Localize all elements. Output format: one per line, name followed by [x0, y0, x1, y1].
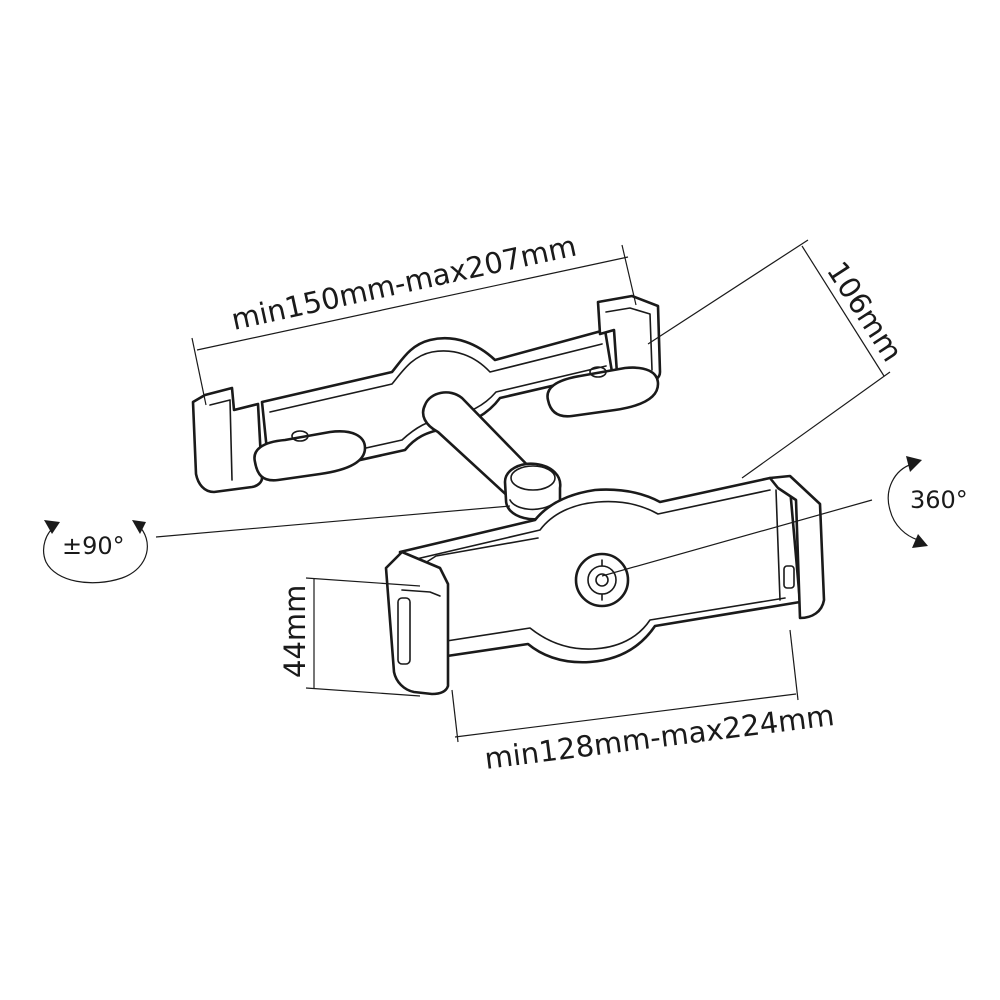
top-width-label: min150mm-max207mm	[228, 229, 579, 337]
spin-arrowhead-bottom	[912, 534, 928, 548]
center-rotation-knob	[574, 552, 630, 608]
spin-label: 360°	[910, 486, 968, 514]
connecting-arm	[421, 391, 562, 521]
upper-left-hook	[191, 386, 264, 494]
height-label: 44mm	[278, 585, 312, 678]
left-grip	[384, 550, 450, 696]
tilt-arrowhead-right	[132, 520, 146, 534]
tablet-holder-assembly	[384, 474, 826, 696]
left-thumb-screw	[253, 430, 367, 482]
rotation-spin-arrow	[887, 456, 928, 548]
rotation-tilt-arrow	[43, 520, 148, 584]
tilt-label: ±90°	[62, 532, 125, 560]
tilt-arrowhead-left	[44, 520, 60, 534]
spin-arrowhead-top	[906, 456, 922, 472]
bottom-width-label: min128mm-max224mm	[483, 698, 837, 776]
right-grip	[768, 474, 826, 620]
right-thumb-screw	[546, 366, 660, 418]
depth-label: 106mm	[820, 255, 909, 367]
dimension-lines	[155, 239, 891, 743]
